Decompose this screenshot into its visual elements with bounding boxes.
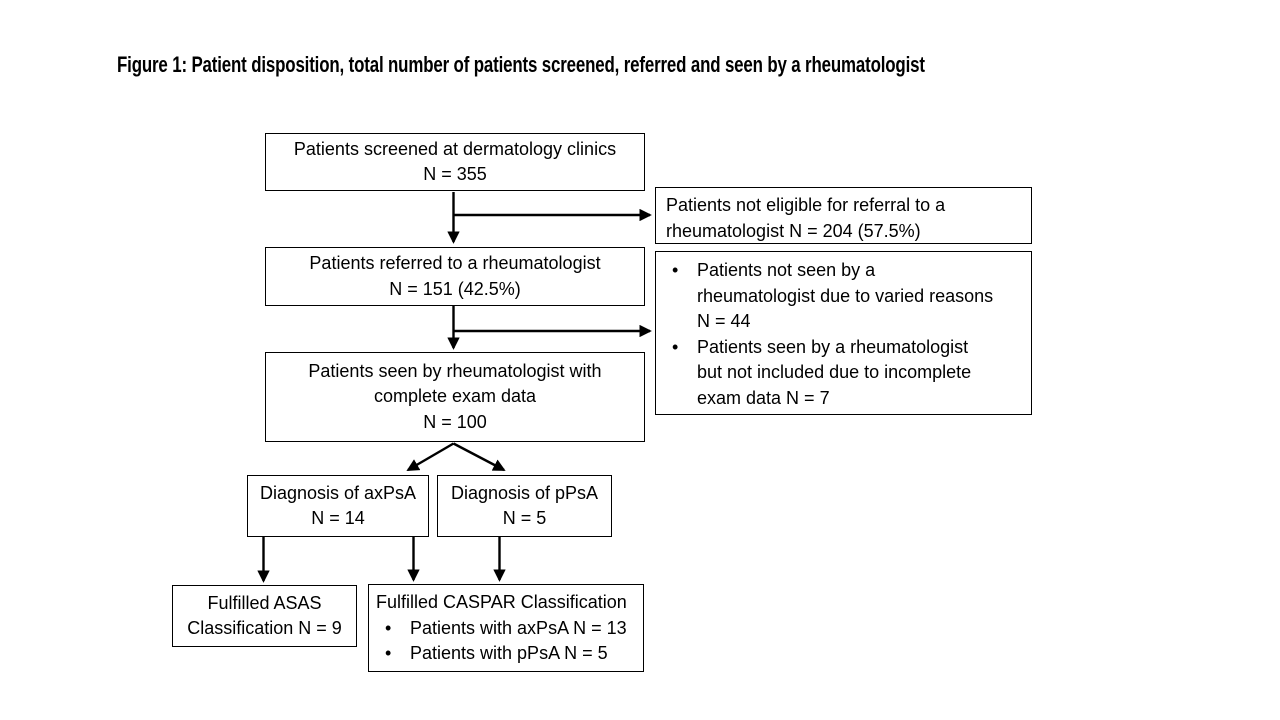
box-asas: Fulfilled ASAS Classification N = 9 xyxy=(172,585,357,647)
not-seen-bullet-1-line-1: Patients not seen by a xyxy=(697,260,876,280)
not-seen-bullet-1: Patients not seen by a rheumatologist du… xyxy=(697,258,993,335)
box-not-eligible: Patients not eligible for referral to a … xyxy=(655,187,1032,244)
box-asas-line-1: Fulfilled ASAS xyxy=(207,592,322,613)
box-referred: Patients referred to a rheumatologist N … xyxy=(265,247,645,306)
not-seen-bullet-2: Patients seen by a rheumatologist but no… xyxy=(697,335,971,412)
bullet-icon: • xyxy=(385,643,392,663)
bullet-icon: • xyxy=(672,336,679,357)
list-item: • Patients seen by a rheumatologist but … xyxy=(669,335,1025,412)
box-ppsa: Diagnosis of pPsA N = 5 xyxy=(437,475,612,537)
figure-title: Figure 1: Patient disposition, total num… xyxy=(117,52,925,77)
not-seen-bullet-1-line-2: rheumatologist due to varied reasons xyxy=(697,285,994,306)
list-item: • Patients with axPsA N = 13 xyxy=(382,616,643,642)
box-referred-count: N = 151 (42.5%) xyxy=(389,278,521,299)
box-seen-label: Patients seen by rheumatologist with com… xyxy=(308,360,602,407)
box-screened: Patients screened at dermatology clinics… xyxy=(265,133,645,191)
bullet-icon: • xyxy=(672,260,679,280)
box-caspar: Fulfilled CASPAR Classification • Patien… xyxy=(368,584,644,672)
not-seen-bullet-2-line-3: exam data N = 7 xyxy=(697,387,830,408)
caspar-bullet-2: Patients with pPsA N = 5 xyxy=(410,643,608,663)
not-seen-bullet-2-line-1: Patients seen by a rheumatologist xyxy=(697,336,969,357)
box-screened-label: Patients screened at dermatology clinics xyxy=(293,138,617,159)
box-caspar-heading: Fulfilled CASPAR Classification xyxy=(376,592,627,612)
box-referred-label: Patients referred to a rheumatologist xyxy=(309,253,601,273)
not-seen-bullet-2-line-2: but not included due to incomplete xyxy=(697,362,972,382)
box-axpsa: Diagnosis of axPsA N = 14 xyxy=(247,475,429,537)
box-ppsa-label: Diagnosis of pPsA xyxy=(450,482,599,503)
box-axpsa-label: Diagnosis of axPsA xyxy=(259,482,417,503)
box-not-eligible-text: Patients not eligible for referral to a … xyxy=(666,195,946,241)
box-axpsa-count: N = 14 xyxy=(311,508,365,528)
connector-seen-to-ppsa xyxy=(452,442,506,472)
box-seen-count: N = 100 xyxy=(423,411,487,432)
box-seen: Patients seen by rheumatologist with com… xyxy=(265,352,645,442)
caspar-bullet-list: • Patients with axPsA N = 13 • Patients … xyxy=(369,616,643,667)
list-item: • Patients with pPsA N = 5 xyxy=(382,641,643,667)
caspar-bullet-1: Patients with axPsA N = 13 xyxy=(410,617,627,638)
connector-seen-to-axpsa xyxy=(406,442,455,472)
box-screened-count: N = 355 xyxy=(423,164,487,184)
not-seen-bullet-1-line-3: N = 44 xyxy=(697,311,751,331)
box-asas-line-2: Classification N = 9 xyxy=(187,618,342,638)
bullet-icon: • xyxy=(385,617,392,638)
box-not-seen: • Patients not seen by a rheumatologist … xyxy=(655,251,1032,415)
list-item: • Patients not seen by a rheumatologist … xyxy=(669,258,1025,335)
box-ppsa-count: N = 5 xyxy=(502,508,547,528)
